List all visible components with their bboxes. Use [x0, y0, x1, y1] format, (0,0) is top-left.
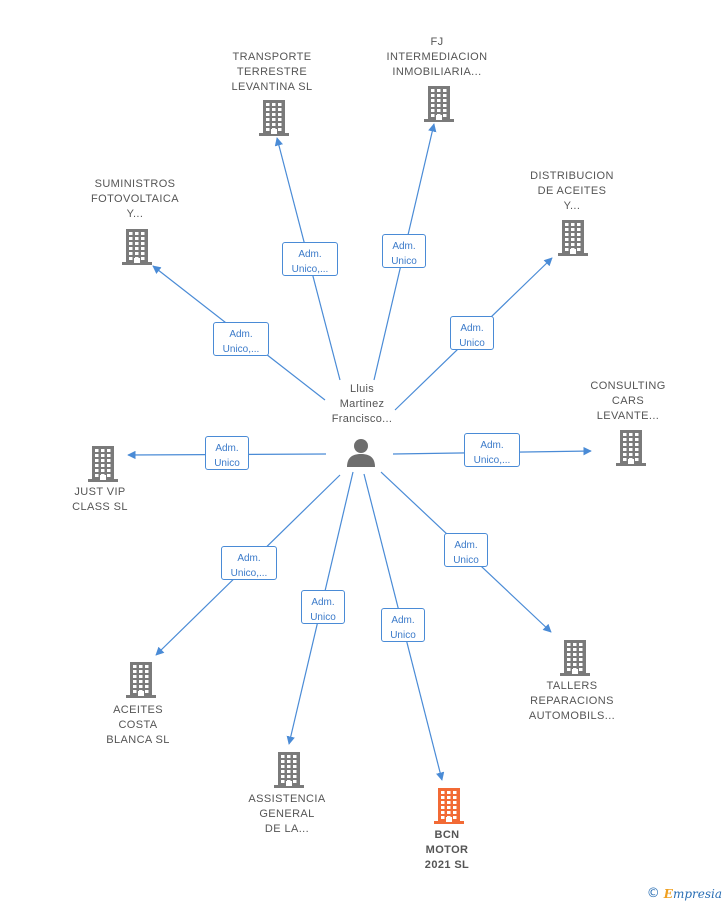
role-label-suministros[interactable]: Adm. Unico,...	[213, 322, 269, 356]
building-icon-aceites[interactable]	[126, 662, 156, 703]
company-label-talleres[interactable]: TALLERS REPARACIONS AUTOMOBILS...	[528, 680, 616, 722]
building-icon-suministros[interactable]	[122, 229, 152, 270]
role-label-asistencia[interactable]: Adm. Unico	[301, 590, 345, 624]
role-label-transporte[interactable]: Adm. Unico,...	[282, 242, 338, 276]
company-label-aceites[interactable]: ACEITES COSTA BLANCA SL	[106, 704, 170, 746]
role-label-justvip[interactable]: Adm. Unico	[205, 436, 249, 470]
person-icon[interactable]	[346, 437, 376, 472]
role-label-talleres[interactable]: Adm. Unico	[444, 533, 488, 567]
role-label-distribucion[interactable]: Adm. Unico	[450, 316, 494, 350]
building-icon-justvip[interactable]	[88, 446, 118, 487]
company-label-consulting[interactable]: CONSULTING CARS LEVANTE...	[590, 380, 666, 422]
company-label-bcn[interactable]: BCN MOTOR 2021 SL	[424, 829, 470, 871]
building-icon-asistencia[interactable]	[274, 752, 304, 793]
company-label-fj[interactable]: FJ INTERMEDIACION INMOBILIARIA...	[386, 36, 488, 78]
building-icon-fj[interactable]	[424, 86, 454, 127]
building-icon-distribucion[interactable]	[558, 220, 588, 261]
building-icon-bcn[interactable]	[434, 788, 464, 829]
company-label-justvip[interactable]: JUST VIP CLASS SL	[72, 486, 128, 513]
copyright-icon: ©	[646, 886, 660, 901]
company-label-suministros[interactable]: SUMINISTROS FOTOVOLTAICA Y...	[91, 178, 179, 220]
company-label-asistencia[interactable]: ASSISTENCIA GENERAL DE LA...	[248, 793, 326, 835]
role-label-aceites[interactable]: Adm. Unico,...	[221, 546, 277, 580]
building-icon-transporte[interactable]	[259, 100, 289, 141]
center-person-label: Lluis Martinez Francisco...	[331, 383, 393, 425]
role-label-consulting[interactable]: Adm. Unico,...	[464, 433, 520, 467]
empresia-logo[interactable]: © Empresia	[647, 886, 722, 901]
building-icon-talleres[interactable]	[560, 640, 590, 681]
brand-name: Empresia	[663, 886, 722, 901]
company-label-transporte[interactable]: TRANSPORTE TERRESTRE LEVANTINA SL	[231, 51, 313, 93]
role-label-bcn[interactable]: Adm. Unico	[381, 608, 425, 642]
role-label-fj[interactable]: Adm. Unico	[382, 234, 426, 268]
building-icon-consulting[interactable]	[616, 430, 646, 471]
company-label-distribucion[interactable]: DISTRIBUCION DE ACEITES Y...	[530, 170, 614, 212]
